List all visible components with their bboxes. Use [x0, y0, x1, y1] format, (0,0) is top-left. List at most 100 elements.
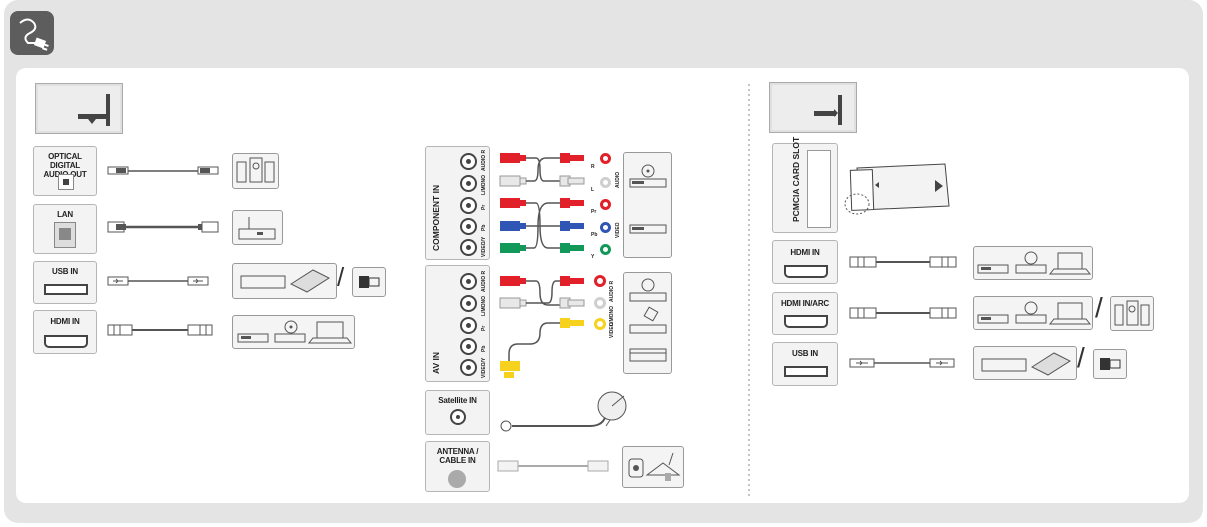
optical-cable: [107, 166, 219, 175]
pcmcia-card-slot-label: PCMCIA CARD SLOT: [791, 136, 801, 222]
component-devices-svg: [629, 164, 667, 234]
usb-in-label-left: USB IN: [52, 267, 78, 276]
router-svg: [238, 217, 276, 240]
usb-stick-icon: [352, 267, 386, 297]
audio-system-arc-svg: [1114, 300, 1150, 326]
av-cables: [499, 276, 585, 378]
component-video-tag: VIDEO: [615, 222, 621, 238]
antenna-house-icon: [622, 446, 684, 488]
antenna-cable-in-port[interactable]: ANTENNA / CABLE IN: [425, 441, 490, 492]
av-jack-label-pr: Pr: [481, 325, 487, 331]
av-pb-jack[interactable]: [460, 338, 477, 355]
av-device-label-video: VIDEO: [609, 322, 615, 338]
hdmi-in-arc-label: HDMI IN/ARC: [780, 299, 830, 308]
hdmi-devices-left: [232, 315, 355, 349]
usb-hdd-icon-right: [973, 346, 1077, 380]
usb-in-label-right: USB IN: [792, 349, 818, 358]
component-devices: [623, 152, 672, 258]
av-jack-label-video: VIDEO/Y: [481, 357, 487, 378]
out-jack-r: [600, 153, 611, 164]
hdmi-in-port-right[interactable]: HDMI IN: [772, 240, 838, 284]
section-divider: [748, 84, 750, 496]
av-jack-label-r: AUDIO R: [481, 270, 487, 292]
usb-stick-right-svg: [1100, 358, 1121, 370]
plug-letter-y: Y: [591, 254, 595, 260]
usb-stick-svg: [359, 276, 380, 288]
cable-plug-icon-svg: [19, 18, 49, 51]
hdmi-cable-right: [849, 256, 957, 268]
av-device-label-r: AUDIO R: [609, 280, 615, 302]
av-audio-l-jack[interactable]: [460, 295, 477, 312]
lan-port[interactable]: LAN: [33, 204, 97, 254]
usb-cable-left: [107, 276, 209, 286]
component-audio-r-jack[interactable]: [460, 153, 477, 170]
component-pr-jack[interactable]: [460, 197, 477, 214]
out-jack-l: [600, 177, 611, 188]
component-pb-jack[interactable]: [460, 218, 477, 235]
component-cables: [499, 153, 585, 253]
av-in-label: AV IN: [431, 351, 441, 374]
av-out-jack-video: [594, 318, 606, 330]
av-audio-r-jack[interactable]: [460, 273, 477, 290]
usb-in-port-right[interactable]: USB IN: [772, 342, 838, 386]
plug-letter-r: R: [591, 164, 595, 170]
optical-socket-icon: [58, 174, 74, 190]
component-jack-label-l: L/MONO: [481, 175, 487, 195]
tv-side-icon: [814, 95, 842, 125]
hdmi-in-port-left[interactable]: HDMI IN: [33, 310, 97, 354]
av-devices: [623, 272, 672, 374]
usb-stick-icon-right: [1093, 349, 1127, 379]
plug-letter-pb: Pb: [591, 232, 598, 238]
av-jack-label-l: L/MONO: [481, 296, 487, 316]
usb-hdd-icon: [232, 263, 337, 299]
usb-in-port-left[interactable]: USB IN: [33, 261, 97, 304]
hdmi-socket-icon-right-2: [784, 315, 828, 328]
ethernet-socket-icon: [54, 222, 76, 248]
av-jack-label-pb: Pb: [481, 345, 487, 352]
hdmi-arc-devices-svg: [977, 301, 1092, 325]
hdmi-devices-right-svg: [977, 251, 1092, 275]
audio-system-svg: [236, 157, 275, 183]
component-output-jacks: R L Pr Pb Y AUDIO VIDEO: [586, 150, 622, 260]
hdmi-devices-left-svg: [237, 320, 353, 344]
usb-hdd-right-svg: [981, 352, 1072, 376]
component-audio-tag: AUDIO: [615, 171, 621, 188]
hdmi-cable-left: [107, 324, 213, 336]
antenna-cable-in-label: ANTENNA / CABLE IN: [436, 447, 479, 465]
satellite-socket-icon: [450, 409, 466, 425]
antenna-socket-icon: [448, 470, 466, 488]
optical-audio-port[interactable]: OPTICAL DIGITAL AUDIO OUT: [33, 146, 97, 196]
hdmi-in-arc-port[interactable]: HDMI IN/ARC: [772, 292, 838, 335]
cable-plug-icon: [10, 11, 54, 55]
av-out-jack-r: [594, 275, 606, 287]
lan-cable: [107, 221, 219, 233]
usb-cable-right: [849, 358, 955, 368]
ci-module-icon: [844, 160, 955, 216]
component-video-y-jack[interactable]: [460, 239, 477, 256]
usb-hdd-svg: [240, 269, 331, 293]
separator-slash-arc: /: [1095, 292, 1103, 323]
usb-socket-icon: [44, 284, 88, 295]
hdmi-in-label-left: HDMI IN: [50, 317, 80, 326]
separator-slash-usb: /: [1077, 342, 1085, 373]
tv-rear-view-left: [35, 83, 123, 134]
av-pr-jack[interactable]: [460, 317, 477, 334]
usb-socket-icon-right: [784, 366, 828, 377]
pcmcia-card-slot[interactable]: PCMCIA CARD SLOT: [772, 137, 838, 233]
component-jack-label-y: VIDEO/Y: [481, 236, 487, 257]
lan-label: LAN: [57, 210, 73, 219]
router-icon: [232, 210, 283, 245]
ci-module-svg: [844, 163, 950, 215]
satellite-in-port[interactable]: Satellite IN: [425, 390, 490, 435]
hdmi-arc-cable: [849, 307, 957, 319]
hdmi-in-label-right: HDMI IN: [790, 248, 820, 257]
satellite-dish-svg: [597, 391, 627, 427]
plug-letter-l: L: [591, 187, 595, 193]
tv-side-view-right: [769, 82, 857, 133]
component-audio-l-jack[interactable]: [460, 175, 477, 192]
hdmi-devices-right: [973, 246, 1093, 280]
optical-audio-label: OPTICAL DIGITAL AUDIO OUT: [43, 152, 87, 179]
av-video-jack[interactable]: [460, 359, 477, 376]
plug-letter-pr: Pr: [591, 209, 597, 215]
